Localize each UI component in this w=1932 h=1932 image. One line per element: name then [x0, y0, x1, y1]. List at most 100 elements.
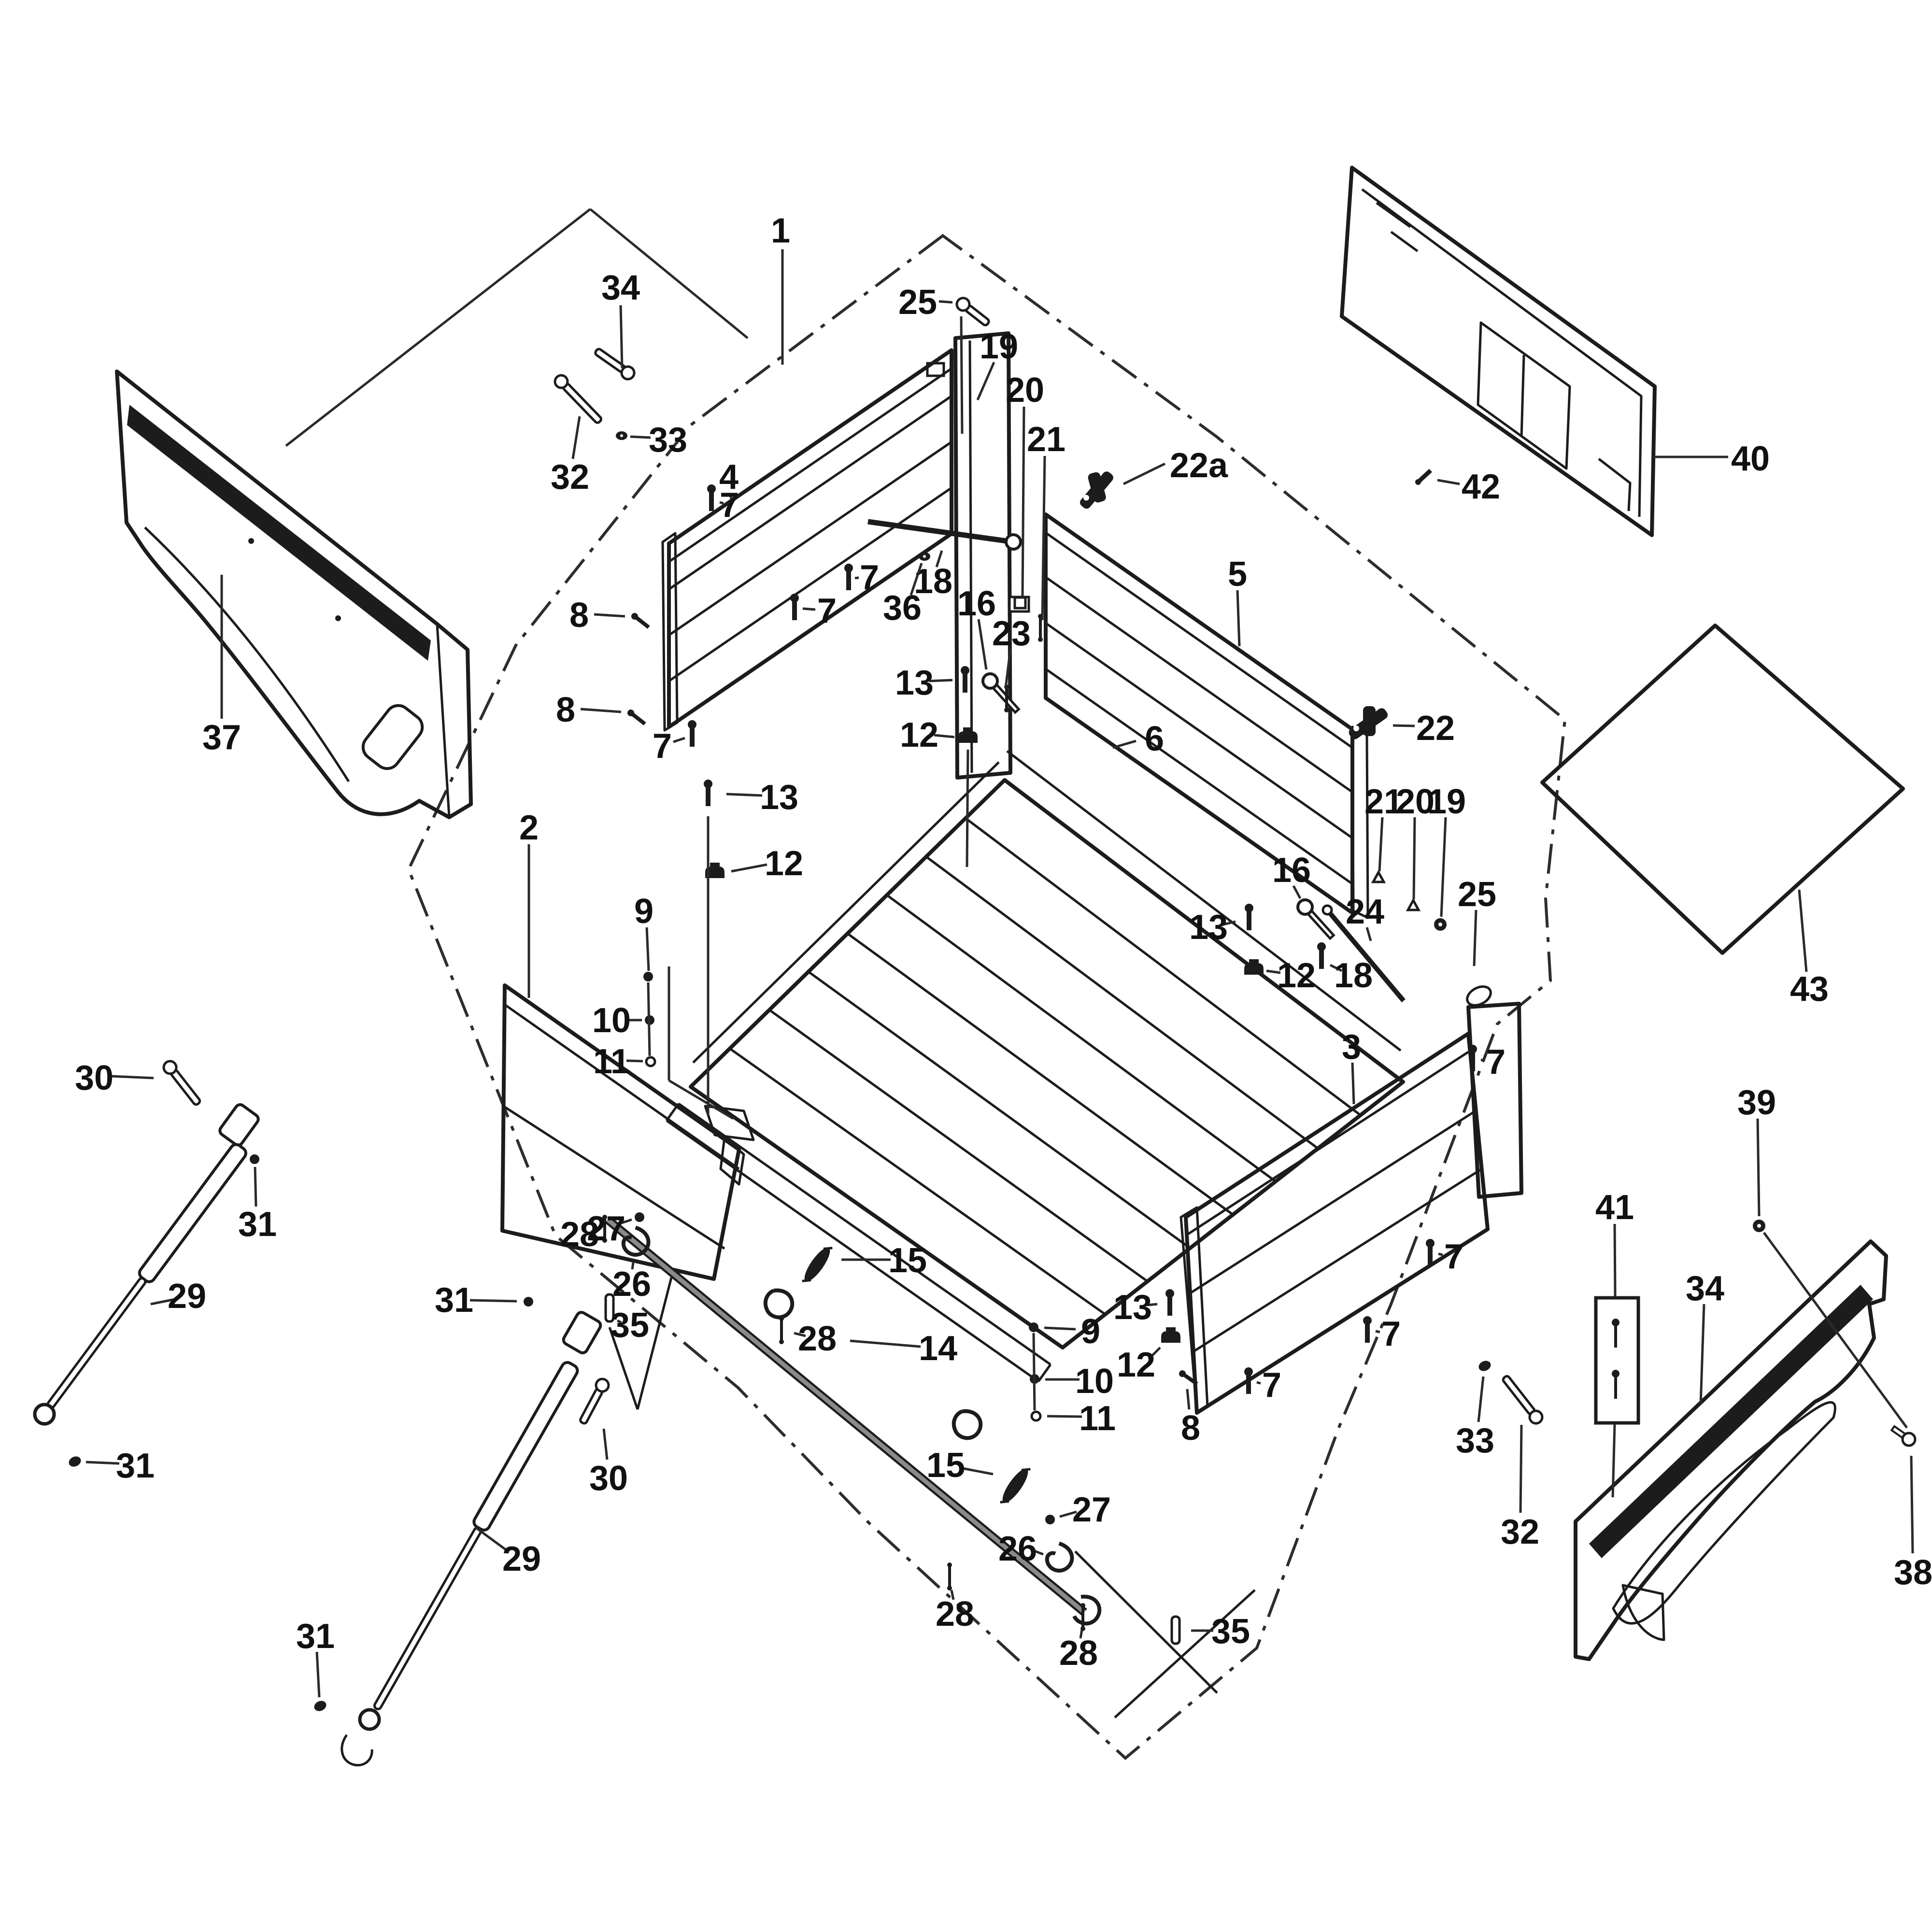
- part-callout-3: 3: [1342, 1028, 1361, 1105]
- part-callout-38: 38: [1894, 1455, 1932, 1592]
- leader-line: [616, 1319, 622, 1324]
- part-number-label: 7: [720, 486, 739, 525]
- part-number-label: 33: [1456, 1421, 1494, 1460]
- part-number-label: 30: [75, 1059, 114, 1097]
- dark-nut-icon: [1434, 918, 1447, 931]
- part-number-label: 10: [592, 1001, 631, 1040]
- part-number-label: 3: [1342, 1028, 1361, 1066]
- part-callout-27: 27: [587, 1209, 632, 1248]
- part-number-label: 26: [998, 1530, 1037, 1568]
- part-number-label: 11: [1079, 1399, 1116, 1438]
- leader-line: [1033, 1549, 1044, 1556]
- leader-line: [1041, 455, 1046, 621]
- part-callout-30: 30: [75, 1059, 154, 1097]
- part-callout-6: 6: [1112, 720, 1164, 758]
- part-number-label: 29: [502, 1540, 541, 1578]
- small-bolt-icon: [1468, 1045, 1477, 1071]
- leader-line: [1392, 724, 1415, 727]
- part-callout-12: 12: [1117, 1346, 1161, 1384]
- part-number-label: 6: [1145, 720, 1164, 758]
- leader-line: [1122, 462, 1166, 485]
- part-callout-7: 7: [854, 558, 879, 597]
- leader-line: [1256, 1381, 1261, 1385]
- part-number-label: 25: [1458, 875, 1496, 914]
- leader-line: [571, 416, 581, 459]
- leader-line: [602, 1428, 609, 1460]
- leader-line: [1762, 1232, 1908, 1429]
- part-callout-15: 15: [841, 1241, 927, 1280]
- part-callout-8: 8: [556, 691, 622, 729]
- part-number-label: 2: [519, 809, 539, 847]
- leader-line: [1059, 1510, 1077, 1518]
- part-number-label: 7: [1381, 1315, 1401, 1353]
- part-number-label: 21: [1364, 782, 1403, 821]
- square-nut-icon: [1013, 596, 1027, 610]
- part-callout-40: 40: [1654, 440, 1770, 478]
- leader-line: [938, 300, 953, 304]
- eye-bolt-icon: [1296, 898, 1335, 940]
- part-callout-28: 28: [794, 1320, 837, 1358]
- part-number-label: 16: [957, 584, 996, 623]
- part-callout-16: 16: [1272, 851, 1311, 899]
- part-number-label: 34: [601, 269, 640, 307]
- part-callout-31: 31: [435, 1281, 517, 1320]
- part-callout-25: 25: [898, 283, 964, 434]
- part-callout-7: 7: [802, 592, 837, 630]
- part-callout-12: 12: [731, 844, 803, 883]
- part-callout-18: 18: [1329, 956, 1373, 995]
- washer-ring-icon: [645, 1056, 656, 1067]
- leader-line: [1375, 1330, 1380, 1334]
- leader-line: [1473, 909, 1477, 966]
- leader-line: [1021, 406, 1025, 597]
- part-callout-30: 30: [589, 1428, 628, 1498]
- spacer-tube-icon: [604, 1293, 615, 1323]
- leader-line: [645, 927, 650, 971]
- part-callout-35: 35: [611, 1306, 649, 1345]
- eye-bolt-icon: [981, 672, 1021, 714]
- part-callout-4: 4: [719, 458, 739, 502]
- part-callout-9: 9: [634, 892, 734, 1120]
- part-number-label: 15: [888, 1241, 927, 1280]
- small-bolt-icon: [961, 666, 969, 693]
- part-number-label: 9: [634, 892, 653, 931]
- hex-bolt-icon: [955, 297, 990, 327]
- part-number-label: 19: [980, 327, 1018, 366]
- small-bolt-icon: [704, 780, 712, 806]
- small-bolt-icon: [1244, 1367, 1253, 1394]
- nut-icon: [524, 1297, 533, 1307]
- grommet-icon: [1244, 959, 1264, 975]
- part-callout-34: 34: [601, 269, 640, 369]
- part-callout-14: 14: [850, 1329, 957, 1368]
- part-callout-10: 10: [1032, 1333, 1114, 1411]
- leader-line: [935, 550, 943, 568]
- leader-line: [631, 1262, 635, 1270]
- leader-line: [85, 1461, 120, 1465]
- hex-bolt-icon: [579, 1378, 610, 1425]
- part-callout-21: 21: [1364, 782, 1403, 872]
- leader-line: [315, 1651, 321, 1698]
- part-callout-9: 9: [1044, 1312, 1100, 1351]
- grommet-icon: [705, 863, 724, 878]
- part-callout-22a: 22a: [1122, 446, 1228, 485]
- part-callout-23: 23: [992, 614, 1031, 688]
- part-number-label: 12: [765, 844, 803, 883]
- tailgate-panel-3-drawing: [1179, 985, 1523, 1415]
- leader-line: [1047, 1415, 1082, 1418]
- leader-line: [1611, 1423, 1616, 1498]
- part-callout-28: 28: [560, 1215, 599, 1254]
- washer-icon: [919, 552, 930, 561]
- part-number-label: 7: [1262, 1366, 1281, 1405]
- part-number-label: 20: [1396, 782, 1435, 821]
- part-callout-37: 37: [202, 575, 241, 757]
- small-bolt-icon: [1245, 904, 1253, 930]
- front-panel-top-drawing: [1340, 166, 1657, 537]
- part-number-label: 19: [1427, 782, 1466, 821]
- leader-line: [729, 493, 733, 502]
- small-bolt-icon: [1165, 1289, 1174, 1316]
- leader-line: [950, 1590, 955, 1600]
- part-number-label: 31: [238, 1205, 277, 1244]
- leader-line: [469, 1299, 517, 1303]
- part-number-label: 7: [1444, 1237, 1463, 1276]
- part-number-label: 32: [551, 458, 589, 497]
